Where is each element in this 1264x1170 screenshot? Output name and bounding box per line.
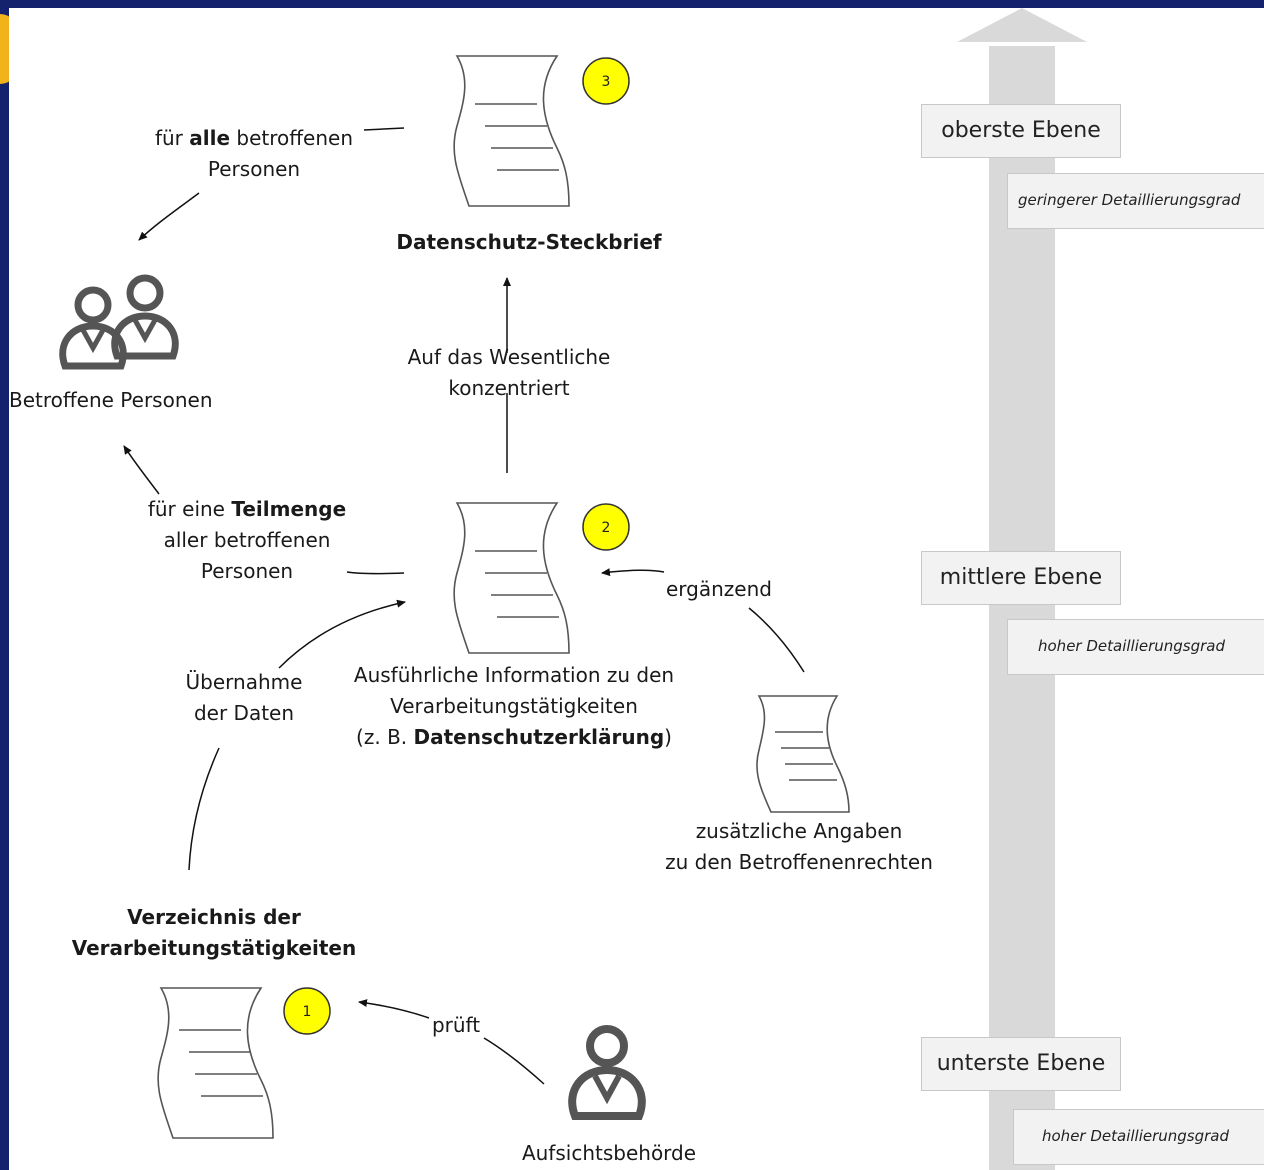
- level-middle-detail: hoher Detaillierungsgrad: [1007, 619, 1264, 675]
- level-top-detail: geringerer Detaillierungsgrad: [1007, 173, 1264, 229]
- line-ergaenzend-bottom: [748, 607, 805, 673]
- badge-3: 3: [582, 57, 630, 105]
- badge-2-number: 2: [602, 520, 611, 536]
- person-icon-behoerde: [568, 1025, 646, 1120]
- arrow-to-verzeichnis-prueft: [358, 999, 430, 1019]
- arrow-to-betroffene-alle: [138, 192, 200, 241]
- diagram-canvas: 3 2: [9, 8, 1264, 1170]
- badge-1-number: 1: [303, 1004, 312, 1020]
- document-icon-steckbrief: [453, 55, 570, 207]
- level-arrow: [957, 8, 1087, 1170]
- arrow-to-erklaerung-ergaenzend: [601, 568, 665, 577]
- erklaerung-caption: Ausführliche Information zu den Verarbei…: [353, 663, 675, 749]
- edge-label-alle: für alle betroffenen Personen: [154, 126, 354, 181]
- level-bottom-label: unterste Ebene: [921, 1037, 1121, 1091]
- badge-2: 2: [582, 503, 630, 551]
- line-alle-top: [363, 127, 405, 131]
- connectors: [123, 127, 805, 1085]
- document-icon-verzeichnis: [157, 987, 274, 1139]
- edge-label-uebernahme: Übernahme der Daten: [185, 670, 303, 725]
- edge-label-prueft: prüft: [431, 1013, 481, 1037]
- edge-label-ergaenzend: ergänzend: [666, 577, 772, 601]
- people-icon: [59, 274, 179, 370]
- arrow-to-erklaerung-uebernahme: [278, 599, 406, 669]
- zusatz-caption: zusätzliche Angaben zu den Betroffenenre…: [665, 819, 933, 874]
- level-top-label: oberste Ebene: [921, 104, 1121, 158]
- badge-1: 1: [283, 987, 331, 1035]
- behoerde-label: Aufsichtsbehörde: [521, 1141, 697, 1165]
- badge-3-number: 3: [602, 74, 611, 90]
- arrow-to-betroffene-teilmenge: [123, 445, 160, 495]
- line-uebernahme-bottom: [188, 747, 220, 871]
- level-bottom-detail: hoher Detaillierungsgrad: [1013, 1109, 1264, 1165]
- line-prueft-right: [483, 1037, 545, 1085]
- verzeichnis-title: Verzeichnis der Verarbeitungstätigkeiten: [71, 905, 357, 960]
- edge-label-teilmenge: für eine Teilmenge aller betroffenen Per…: [147, 497, 347, 583]
- document-icon-zusatz: [756, 695, 850, 813]
- diagram-graphics: 3 2: [59, 8, 1087, 1170]
- steckbrief-title: Datenschutz-Steckbrief: [396, 230, 662, 254]
- betroffene-label: Betroffene Personen: [9, 388, 213, 412]
- document-icon-erklaerung: [453, 502, 570, 654]
- line-teilmenge-right: [346, 571, 405, 575]
- edge-label-wesentliche: Auf das Wesentliche konzentriert: [407, 345, 611, 400]
- level-middle-label: mittlere Ebene: [921, 551, 1121, 605]
